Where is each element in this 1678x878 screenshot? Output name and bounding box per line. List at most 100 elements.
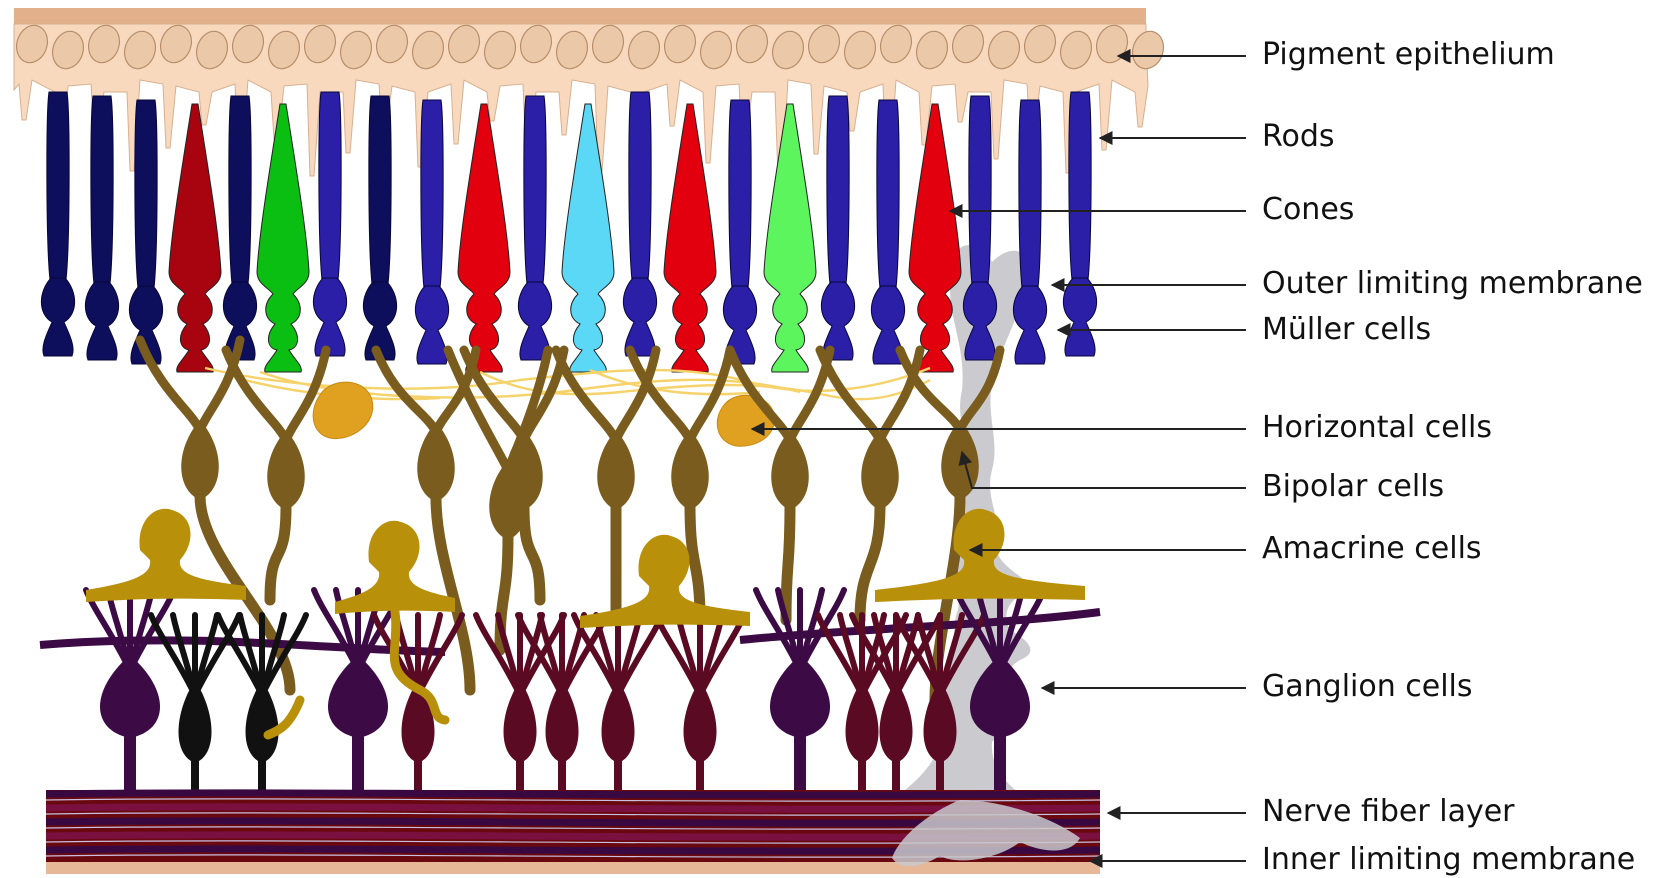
ganglion-cell <box>314 590 402 800</box>
cone-cell <box>909 104 961 372</box>
label-rods: Rods <box>1262 122 1335 152</box>
label-ganglion-cells: Ganglion cells <box>1262 672 1473 702</box>
label-nerve-fiber-layer: Nerve fiber layer <box>1262 797 1515 827</box>
bipolar-soma <box>417 422 455 502</box>
ganglion-soma <box>846 680 879 763</box>
cone-body <box>562 104 614 372</box>
cone-cell <box>169 104 221 372</box>
ganglion-soma <box>246 680 279 763</box>
ganglion-cell <box>86 590 174 800</box>
photoreceptor-layer <box>41 92 1096 372</box>
bipolar-axon <box>860 506 880 620</box>
rod-inner-segment <box>1013 286 1046 364</box>
cone-cell <box>562 104 614 372</box>
rod-inner-segment <box>85 282 118 360</box>
label-bipolar-cells: Bipolar cells <box>1262 472 1444 502</box>
bipolar-soma <box>861 430 899 510</box>
amacrine-cell <box>580 535 750 628</box>
bipolar-axon <box>786 506 790 620</box>
bipolar-axon <box>270 506 286 600</box>
ganglion-soma <box>504 680 537 763</box>
rod-cell <box>363 96 396 360</box>
rod-outer-segment <box>729 100 751 288</box>
bipolar-axon <box>524 506 540 600</box>
amacrine-body <box>580 535 750 628</box>
ganglion-cell <box>756 590 844 800</box>
rod-inner-segment <box>1063 278 1096 356</box>
rod-outer-segment <box>91 96 113 284</box>
rod-outer-segment <box>969 96 991 284</box>
rod-cell <box>963 96 996 360</box>
label-outer-limiting-membrane: Outer limiting membrane <box>1262 269 1643 299</box>
amacrine-cell <box>875 509 1085 602</box>
rod-cell <box>1013 100 1046 364</box>
amacrine-body <box>875 509 1085 602</box>
label-pigment-epithelium: Pigment epithelium <box>1262 40 1555 70</box>
ganglion-cell <box>574 615 662 800</box>
rod-inner-segment <box>415 286 448 364</box>
rod-inner-segment <box>313 278 346 356</box>
ganglion-soma <box>328 655 388 738</box>
rod-inner-segment <box>963 282 996 360</box>
ganglion-soma <box>684 680 717 763</box>
ganglion-cells-layer <box>40 590 1100 800</box>
cone-body <box>169 104 221 372</box>
cone-body <box>458 104 510 372</box>
rod-inner-segment <box>623 278 656 356</box>
rod-cell <box>41 92 74 356</box>
label-horizontal-cells: Horizontal cells <box>1262 413 1492 443</box>
ganglion-cell <box>151 615 239 800</box>
bipolar-soma <box>267 430 305 510</box>
rod-outer-segment <box>369 96 391 284</box>
rod-outer-segment <box>524 96 546 284</box>
rod-cell <box>313 92 346 356</box>
ganglion-soma <box>179 680 212 763</box>
cone-cell <box>458 104 510 372</box>
rod-outer-segment <box>319 92 341 280</box>
rod-outer-segment <box>877 100 899 288</box>
horizontal-cell <box>313 382 373 438</box>
ganglion-soma <box>546 680 579 763</box>
rod-cell <box>871 100 904 364</box>
ganglion-soma <box>100 655 160 738</box>
inner-limiting-membrane-band <box>46 862 1100 874</box>
rod-inner-segment <box>41 278 74 356</box>
cone-body <box>257 104 309 372</box>
label-cones: Cones <box>1262 195 1354 225</box>
rod-outer-segment <box>629 92 651 280</box>
rod-cell <box>223 96 256 360</box>
rod-outer-segment <box>135 100 157 288</box>
ganglion-dendrite <box>40 640 445 652</box>
bipolar-soma <box>597 430 635 510</box>
cone-cell <box>764 104 816 372</box>
label-muller-cells: Müller cells <box>1262 315 1431 345</box>
rod-outer-segment <box>421 100 443 288</box>
cone-cell <box>257 104 309 372</box>
rod-outer-segment <box>1069 92 1091 280</box>
rod-outer-segment <box>229 96 251 284</box>
cone-body <box>764 104 816 372</box>
bipolar-axon <box>436 498 470 690</box>
bipolar-soma <box>771 430 809 510</box>
bipolar-cell <box>730 350 830 620</box>
nerve-fiber-strand <box>46 793 1100 795</box>
bipolar-soma <box>181 420 219 500</box>
rod-outer-segment <box>1019 100 1041 288</box>
label-arrow <box>962 452 1246 488</box>
ganglion-soma <box>880 680 913 763</box>
rod-outer-segment <box>827 96 849 284</box>
nerve-fiber-layer-band <box>46 790 1100 874</box>
rod-cell <box>85 96 118 360</box>
bipolar-cell <box>464 350 564 600</box>
rod-cell <box>723 100 756 364</box>
rod-cell <box>821 96 854 360</box>
label-amacrine-cells: Amacrine cells <box>1262 534 1482 564</box>
epithelium-top-band <box>14 8 1146 26</box>
cone-body <box>909 104 961 372</box>
rod-cell <box>518 96 551 360</box>
bipolar-soma <box>505 430 543 510</box>
bipolar-soma <box>671 430 709 510</box>
label-inner-limiting-membrane: Inner limiting membrane <box>1262 845 1635 875</box>
rod-outer-segment <box>47 92 69 280</box>
